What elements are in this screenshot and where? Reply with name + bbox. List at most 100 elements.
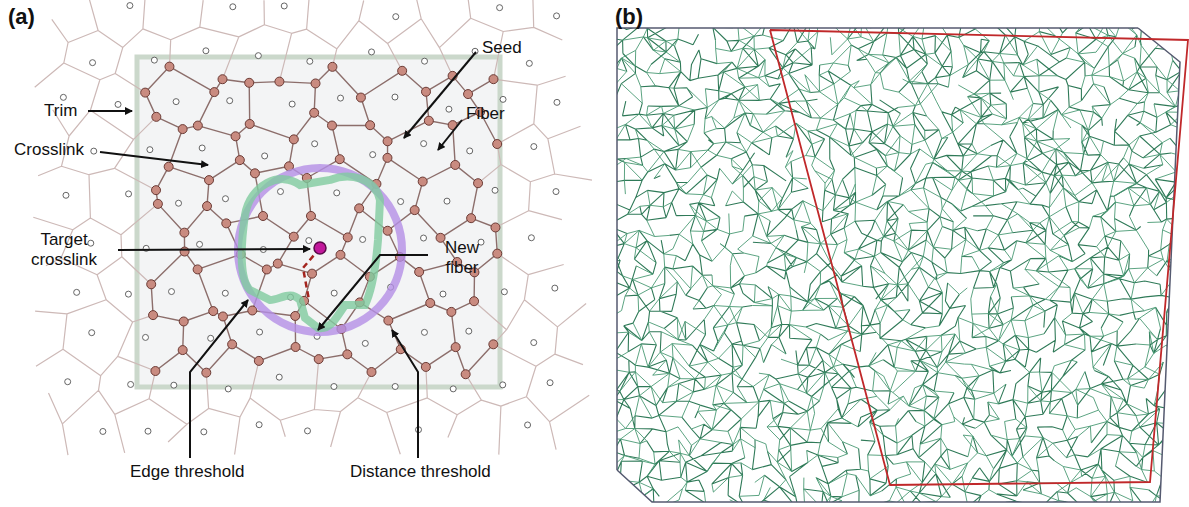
crosslink-dot <box>291 311 300 320</box>
seed-dot <box>392 94 398 100</box>
crosslink-dot <box>424 116 433 125</box>
crosslink-dot <box>245 119 254 128</box>
fiber-outside <box>33 0 592 455</box>
seed-dot <box>421 329 427 335</box>
crosslink-dot <box>250 169 259 178</box>
seed-dot <box>553 189 559 195</box>
seed-dot <box>492 187 498 193</box>
crosslink-dot <box>493 249 502 258</box>
seed-dot <box>554 99 560 105</box>
crosslink-dot <box>491 223 500 232</box>
seed-dot <box>547 380 553 386</box>
seed-dot <box>500 382 506 388</box>
seed-dot <box>450 386 456 392</box>
crosslink-dot <box>228 340 237 349</box>
crosslink-dot <box>383 153 392 162</box>
seed-dot <box>306 238 312 244</box>
crosslink-dot <box>398 66 407 75</box>
crosslink-dot <box>180 247 189 256</box>
crosslink-dot <box>474 179 483 188</box>
crosslink-dot <box>178 125 187 134</box>
crosslink-dot <box>489 75 498 84</box>
new-fiber-line <box>303 248 320 300</box>
crosslink-dot <box>489 340 498 349</box>
crosslink-dot <box>493 140 502 149</box>
seed-label: Seed <box>482 38 522 58</box>
crosslink-dot <box>273 259 282 268</box>
crosslink-dot <box>327 121 336 130</box>
seed-dot <box>151 57 157 63</box>
seed-dot <box>127 3 133 9</box>
crosslink-dot <box>451 343 460 352</box>
crosslink-dot <box>152 186 161 195</box>
seed-dot <box>331 290 337 296</box>
crosslink-dot <box>164 162 173 171</box>
panel-label: (a) <box>8 4 35 29</box>
crosslink-dot <box>464 90 473 99</box>
seed-dot <box>334 190 340 196</box>
cube-outline <box>617 28 1188 502</box>
crosslink-dot <box>343 350 352 359</box>
crosslink-dot <box>231 132 240 141</box>
crosslink-dot <box>180 228 189 237</box>
crosslink-dot <box>254 356 263 365</box>
trim-label: Trim <box>44 101 77 121</box>
seed-dot <box>421 235 427 241</box>
crosslink-dot <box>314 355 323 364</box>
crosslink-dot <box>149 311 158 320</box>
crosslink-dot <box>193 265 202 274</box>
seed-dot <box>100 428 106 434</box>
seed-dot <box>440 291 446 297</box>
seed-dot <box>554 13 560 19</box>
seed-dot <box>338 95 344 101</box>
crosslink-dot <box>418 177 427 186</box>
seed-dot <box>362 340 368 346</box>
trim-box <box>137 57 500 387</box>
crosslink-dot <box>248 306 257 315</box>
crosslink-dot <box>235 156 244 165</box>
crosslink-dot <box>384 316 393 325</box>
seed-dot <box>526 60 532 66</box>
crosslink-dot <box>209 307 218 316</box>
seed-dot <box>74 289 80 295</box>
edge-threshold-label: Edge threshold <box>130 462 244 482</box>
seed-dot <box>169 289 175 295</box>
seed-dot <box>115 101 121 107</box>
seed-dot <box>531 340 537 346</box>
crosslink-dot <box>470 297 479 306</box>
distance-threshold-label: Distance threshold <box>350 462 491 482</box>
crosslink-dot <box>367 368 376 377</box>
crosslink-dot <box>383 137 392 146</box>
crosslink-dot <box>205 176 214 185</box>
seed-dot <box>421 141 427 147</box>
seed-dot <box>500 96 506 102</box>
seed-dot <box>393 14 399 20</box>
seed-dot <box>255 53 261 59</box>
seed-dot <box>312 141 318 147</box>
crosslink-dot <box>356 93 365 102</box>
seed-dot <box>147 147 153 153</box>
seed-dot <box>222 196 228 202</box>
crosslink-dot <box>289 135 298 144</box>
seed-dot <box>197 241 203 247</box>
edge-threshold-outline <box>242 177 380 329</box>
crosslink-dot <box>259 212 268 221</box>
seed-dot <box>208 335 214 341</box>
seed-dot <box>262 153 268 159</box>
seed-dot <box>398 199 404 205</box>
seed-dot <box>497 5 503 11</box>
seed-dot <box>531 144 537 150</box>
seed-dot <box>199 145 205 151</box>
seed-dot <box>466 328 472 334</box>
crosslink-dot <box>467 214 476 223</box>
seed-dot <box>552 285 558 291</box>
seed-dot <box>126 191 132 197</box>
seed-dot <box>173 99 179 105</box>
seed-dot <box>276 374 282 380</box>
seed-dot <box>528 235 534 241</box>
fiber-label: Fiber <box>466 104 505 124</box>
crosslink-dot <box>310 108 319 117</box>
crosslink-dot <box>451 160 460 169</box>
target-crosslink-label: Target crosslink <box>14 230 114 269</box>
